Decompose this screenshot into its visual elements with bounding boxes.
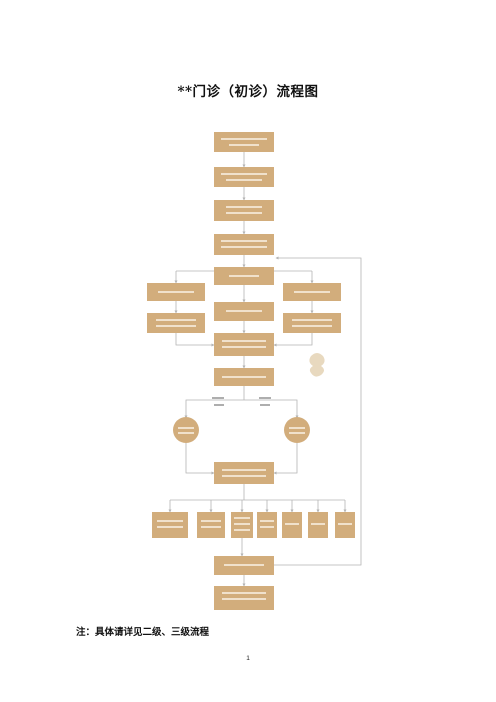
page-title: **门诊（初诊）流程图 xyxy=(177,84,319,100)
page-number: 1 xyxy=(246,655,250,662)
flow-box xyxy=(214,132,274,152)
flow-box xyxy=(214,167,274,187)
flow-connectors xyxy=(168,152,362,587)
flow-box xyxy=(283,313,341,333)
footnote: 注：具体请详见二级、三级流程 xyxy=(76,627,210,638)
flow-box xyxy=(214,234,274,255)
flow-boxes xyxy=(147,132,355,610)
flow-box xyxy=(257,512,277,538)
illegible-box-text xyxy=(156,138,352,600)
flow-decision-circles xyxy=(173,417,310,443)
flow-box xyxy=(197,512,225,538)
flow-box xyxy=(152,512,188,538)
decorative-shape xyxy=(309,353,325,377)
flow-box xyxy=(214,200,274,221)
flow-box xyxy=(214,462,274,484)
illegible-side-labels xyxy=(212,397,271,406)
flow-box xyxy=(147,313,205,333)
flow-box xyxy=(214,333,274,356)
flow-circle xyxy=(173,417,199,443)
flow-circle xyxy=(284,417,310,443)
